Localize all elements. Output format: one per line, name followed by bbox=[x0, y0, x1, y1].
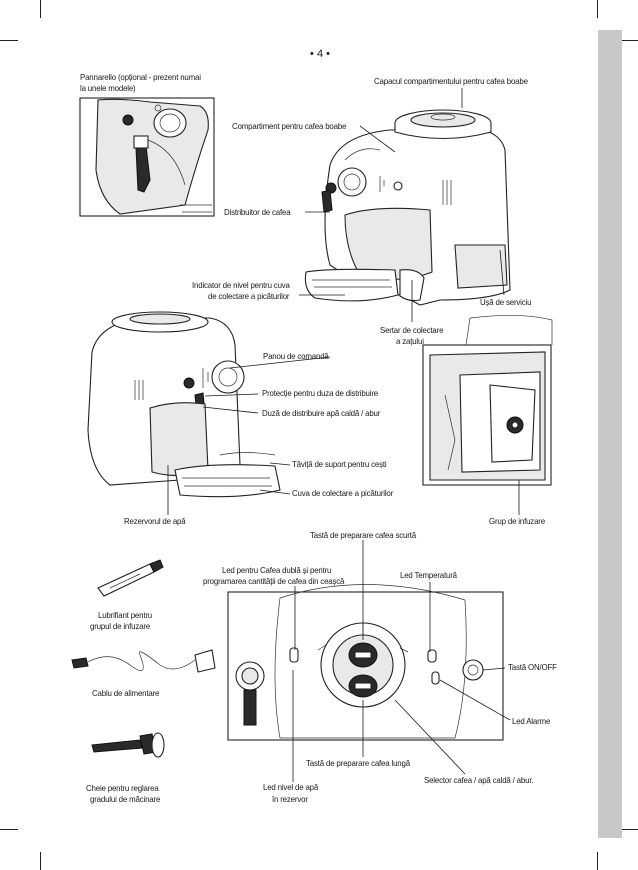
page-number: • 4 • bbox=[310, 48, 330, 60]
label-duza-distribuire: Duză de distribuire apă caldă / abur bbox=[262, 408, 381, 418]
label-panou: Panou de comandă bbox=[263, 351, 329, 361]
label-cuva-colectare: Cuva de colectare a picăturilor bbox=[292, 488, 394, 498]
label-lubrifiant-line2: grupul de infuzare bbox=[90, 621, 150, 631]
label-indicator-nivel-line1: Indicator de nivel pentru cuva bbox=[192, 280, 290, 290]
label-pannarello-line2: la unele modele) bbox=[80, 83, 136, 93]
label-cheie-line2: gradului de măcinare bbox=[90, 794, 161, 804]
crop-mark bbox=[597, 852, 598, 870]
service-door-inset bbox=[422, 315, 553, 486]
leader-lines bbox=[167, 88, 520, 782]
label-distribuitor: Distribuitor de cafea bbox=[224, 207, 291, 217]
crop-mark bbox=[0, 829, 18, 830]
label-tasta-on-off: Tastă ON/OFF bbox=[508, 662, 557, 672]
label-capac: Capacul compartimentului pentru cafea bo… bbox=[374, 76, 528, 86]
control-panel-box bbox=[227, 584, 504, 741]
label-selector: Selector cafea / apă caldă / abur. bbox=[424, 775, 534, 785]
label-tasta-scurta: Tastă de preparare cafea scurtă bbox=[310, 530, 416, 540]
label-tavita: Tăviță de suport pentru cești bbox=[292, 459, 387, 469]
crop-mark bbox=[0, 40, 18, 41]
label-cablu: Cablu de alimentare bbox=[92, 688, 160, 698]
label-led-nivel-apa-line1: Led nivel de apă bbox=[263, 782, 319, 792]
label-tasta-lunga: Tastă de preparare cafea lungă bbox=[306, 758, 410, 768]
label-compartiment: Compartiment pentru cafea boabe bbox=[232, 121, 347, 131]
label-led-alarme: Led Alarme bbox=[512, 716, 551, 726]
label-cheie-line1: Cheie pentru reglarea bbox=[86, 783, 159, 793]
crop-mark bbox=[40, 0, 41, 18]
label-led-nivel-apa-line2: în rezervor bbox=[272, 794, 308, 804]
label-lubrifiant-line1: Lubrifiant pentru bbox=[98, 610, 153, 620]
label-rezervor: Rezervorul de apă bbox=[124, 516, 186, 526]
crop-mark bbox=[597, 0, 598, 18]
label-sertar-line1: Sertar de colectare bbox=[380, 325, 444, 335]
machine-secondary bbox=[87, 311, 281, 498]
label-sertar-line2: a zațului bbox=[396, 336, 424, 346]
label-led-dubla-line1: Led pentru Cafea dublă și pentru bbox=[222, 565, 332, 575]
label-indicator-nivel-line2: de colectare a picăturilor bbox=[208, 291, 290, 301]
label-usa-serviciu: Ușă de serviciu bbox=[480, 297, 532, 307]
label-grup-infuzare: Grup de infuzare bbox=[489, 516, 545, 526]
pannarello-inset bbox=[79, 97, 215, 217]
lubricant-tube bbox=[97, 559, 164, 597]
power-cable bbox=[71, 649, 216, 673]
crop-mark bbox=[40, 852, 41, 870]
label-protectie-duza: Protecție pentru duza de distribuire bbox=[262, 388, 379, 398]
crop-mark bbox=[620, 40, 638, 41]
label-led-temperatura: Led Temperatură bbox=[400, 570, 457, 580]
crop-mark bbox=[620, 829, 638, 830]
page-side-band bbox=[598, 30, 622, 838]
grind-key bbox=[91, 732, 165, 758]
label-pannarello-line1: Pannarello (opțional - prezent numai bbox=[80, 72, 201, 82]
label-led-dubla-line2: programarea cantității de cafea din ceaș… bbox=[203, 576, 345, 586]
machine-main bbox=[304, 109, 511, 306]
